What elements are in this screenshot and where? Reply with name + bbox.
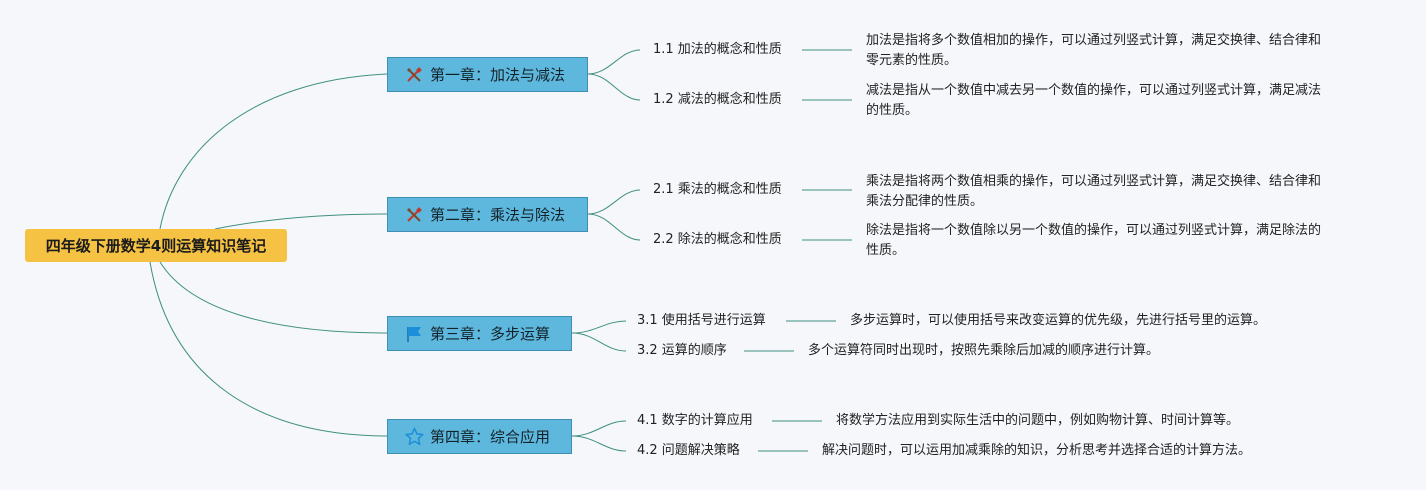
chapter-node-1-label: 第一章：加法与减法 [430, 66, 566, 84]
description-node-4-2[interactable]: 解决问题时，可以运用加减乘除的知识，分析思考并选择合适的计算方法。 [822, 441, 1251, 461]
star-icon [404, 427, 424, 447]
description-line: 减法是指从一个数值中减去另一个数值的操作，可以通过列竖式计算，满足减法 [866, 83, 1322, 98]
description-line: 的性质。 [866, 103, 919, 118]
edge-ch1-s1 [587, 49, 641, 75]
edge-ch2-s2 [587, 213, 641, 241]
flag-icon [404, 324, 424, 344]
description-node-2-1[interactable]: 乘法是指将两个数值相乘的操作，可以通过列竖式计算，满足交换律、结合律和 乘法分配… [866, 172, 1321, 212]
description-line: 解决问题时，可以运用加减乘除的知识，分析思考并选择合适的计算方法。 [822, 443, 1252, 458]
section-node-2-2[interactable]: 2.2 除法的概念和性质 [653, 231, 782, 249]
section-node-label: 3.1 使用括号进行运算 [637, 313, 766, 328]
description-node-3-2[interactable]: 多个运算符同时出现时，按照先乘除后加减的顺序进行计算。 [808, 341, 1159, 361]
description-node-2-2[interactable]: 除法是指将一个数值除以另一个数值的操作，可以通过列竖式计算，满足除法的 性质。 [866, 221, 1321, 261]
description-line: 乘法分配律的性质。 [866, 194, 984, 209]
description-node-1-1[interactable]: 加法是指将多个数值相加的操作，可以通过列竖式计算，满足交换律、结合律和 零元素的… [866, 31, 1321, 71]
chapter-node-4-label: 第四章：综合应用 [430, 428, 551, 446]
edge-ch4-s2 [571, 435, 627, 452]
chapter-node-2-label: 第二章：乘法与除法 [430, 206, 566, 224]
chapter-node-3-label: 第三章：多步运算 [430, 325, 551, 343]
section-node-label: 4.2 问题解决策略 [637, 443, 740, 458]
edge-ch2-s1 [587, 189, 641, 215]
tools-icon [404, 205, 424, 225]
description-node-3-1[interactable]: 多步运算时，可以使用括号来改变运算的优先级，先进行括号里的运算。 [850, 311, 1266, 331]
tools-icon [404, 65, 424, 85]
description-line: 多步运算时，可以使用括号来改变运算的优先级，先进行括号里的运算。 [850, 313, 1267, 328]
edge-ch3-s1 [571, 320, 627, 334]
edge-ch3-s2 [571, 332, 627, 352]
description-line: 将数学方法应用到实际生活中的问题中，例如购物计算、时间计算等。 [836, 413, 1240, 428]
description-line: 性质。 [866, 243, 906, 258]
section-node-2-1[interactable]: 2.1 乘法的概念和性质 [653, 181, 782, 199]
section-node-label: 4.1 数字的计算应用 [637, 413, 753, 428]
description-line: 乘法是指将两个数值相乘的操作，可以通过列竖式计算，满足交换律、结合律和 [866, 174, 1322, 189]
edge-root-ch3 [159, 261, 389, 334]
root-node[interactable]: 四年级下册数学4则运算知识笔记 [25, 229, 287, 262]
edge-ch4-s1 [571, 420, 627, 437]
description-node-4-1[interactable]: 将数学方法应用到实际生活中的问题中，例如购物计算、时间计算等。 [836, 411, 1239, 431]
chapter-node-3[interactable]: 第三章：多步运算 [387, 316, 572, 351]
root-node-label: 四年级下册数学4则运算知识笔记 [45, 237, 267, 255]
section-node-label: 2.1 乘法的概念和性质 [653, 182, 782, 197]
chapter-node-1[interactable]: 第一章：加法与减法 [387, 57, 588, 92]
edge-root-ch1 [159, 73, 389, 230]
section-node-1-1[interactable]: 1.1 加法的概念和性质 [653, 41, 782, 59]
description-node-1-2[interactable]: 减法是指从一个数值中减去另一个数值的操作，可以通过列竖式计算，满足减法 的性质。 [866, 81, 1321, 121]
section-node-1-2[interactable]: 1.2 减法的概念和性质 [653, 91, 782, 109]
section-node-3-2[interactable]: 3.2 运算的顺序 [637, 342, 727, 360]
section-node-3-1[interactable]: 3.1 使用括号进行运算 [637, 312, 766, 330]
section-node-4-1[interactable]: 4.1 数字的计算应用 [637, 412, 753, 430]
section-node-label: 1.1 加法的概念和性质 [653, 42, 782, 57]
chapter-node-4[interactable]: 第四章：综合应用 [387, 419, 572, 454]
description-line: 加法是指将多个数值相加的操作，可以通过列竖式计算，满足交换律、结合律和 [866, 33, 1322, 48]
edge-root-ch2 [214, 213, 389, 230]
section-node-4-2[interactable]: 4.2 问题解决策略 [637, 442, 740, 460]
section-node-label: 2.2 除法的概念和性质 [653, 232, 782, 247]
edge-root-ch4 [149, 261, 389, 437]
section-node-label: 3.2 运算的顺序 [637, 343, 727, 358]
description-line: 除法是指将一个数值除以另一个数值的操作，可以通过列竖式计算，满足除法的 [866, 223, 1322, 238]
description-line: 零元素的性质。 [866, 53, 958, 68]
section-node-label: 1.2 减法的概念和性质 [653, 92, 782, 107]
chapter-node-2[interactable]: 第二章：乘法与除法 [387, 197, 588, 232]
edge-ch1-s2 [587, 73, 641, 101]
description-line: 多个运算符同时出现时，按照先乘除后加减的顺序进行计算。 [808, 343, 1160, 358]
